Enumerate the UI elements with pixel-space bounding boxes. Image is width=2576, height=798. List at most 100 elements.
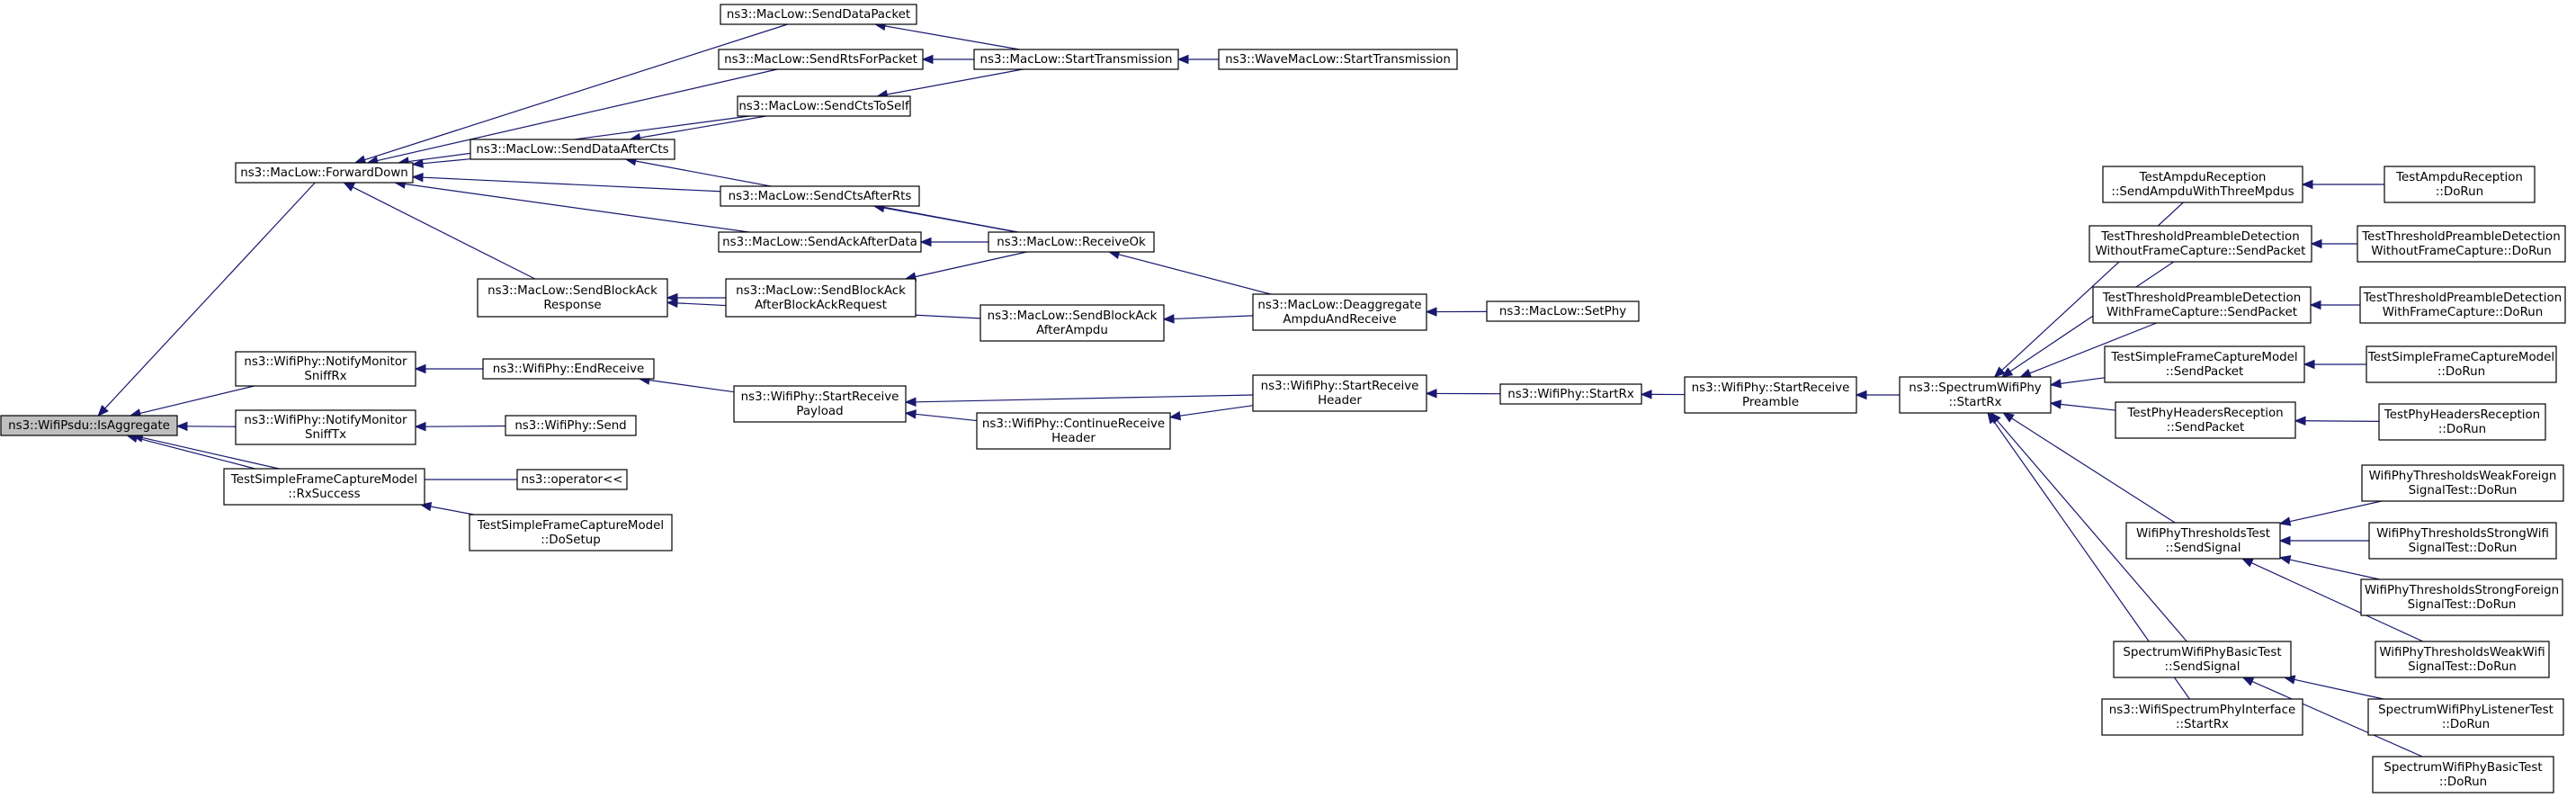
node-label-line: ns3::operator<<	[521, 473, 622, 487]
node-box	[470, 139, 675, 160]
arrowhead	[904, 409, 917, 419]
node-strong-foreign[interactable]: WifiPhyThresholdsStrongForeignSignalTest…	[2360, 578, 2563, 616]
node-thresholds-send-signal[interactable]: WifiPhyThresholdsTest::SendSignal	[2125, 522, 2281, 560]
node-label-line: SpectrumWifiPhyBasicTest	[2384, 761, 2542, 775]
node-box	[2372, 756, 2554, 794]
edge-line	[352, 186, 536, 280]
node-send-ack-after-data[interactable]: ns3::MacLow::SendAckAfterData	[718, 231, 922, 253]
edge-line	[139, 385, 255, 415]
node-box	[2360, 578, 2563, 616]
node-start-rx[interactable]: ns3::WifiPhy::StartRx	[1499, 383, 1642, 405]
node-threshold-without-do-run[interactable]: TestThresholdPreambleDetectionWithoutFra…	[2357, 225, 2566, 263]
node-label-line: ns3::WifiPhy::Send	[514, 419, 626, 433]
node-box	[2357, 225, 2566, 263]
node-box	[1499, 383, 1642, 405]
edge-receive-ok-to-send-ack-after-data	[919, 237, 988, 247]
edge-listener-do-run-to-basic-send-signal	[2283, 675, 2384, 700]
edge-line	[2251, 680, 2423, 758]
edge-set-phy-to-deaggregate	[1425, 307, 1488, 317]
node-send-data-after-cts[interactable]: ns3::MacLow::SendDataAfterCts	[470, 139, 675, 160]
node-strong-wifi[interactable]: WifiPhyThresholdsStrongWifiSignalTest::D…	[2368, 522, 2557, 560]
node-wifi-phy-send[interactable]: ns3::WifiPhy::Send	[505, 415, 637, 436]
edge-line	[884, 25, 1020, 50]
node-ampdu-do-run[interactable]: TestAmpduReception::DoRun	[2384, 166, 2536, 203]
node-box	[976, 412, 1171, 450]
node-set-phy[interactable]: ns3::MacLow::SetPhy	[1486, 300, 1640, 322]
edge-line	[425, 425, 506, 427]
edge-threshold-with-do-run-to-threshold-with-send	[2309, 300, 2360, 310]
node-label-line: TestSimpleFrameCaptureModel	[230, 473, 417, 487]
node-label-line: TestThresholdPreambleDetection	[2363, 291, 2562, 305]
node-send-data-packet[interactable]: ns3::MacLow::SendDataPacket	[720, 4, 917, 25]
edge-phy-headers-do-run-to-phy-headers-send	[2294, 416, 2380, 426]
arrowhead	[1425, 307, 1437, 317]
node-send-ampdu-three[interactable]: TestAmpduReception::SendAmpduWithThreeMp…	[2102, 166, 2303, 203]
node-label-line: ns3::MacLow::SendBlockAck	[736, 284, 906, 298]
node-basic-send-signal[interactable]: SpectrumWifiPhyBasicTest::SendSignal	[2113, 641, 2292, 678]
node-label-line: ns3::MacLow::SendCtsToSelf	[738, 100, 909, 113]
node-label-line: SignalTest::DoRun	[2408, 598, 2517, 612]
node-phy-headers-send[interactable]: TestPhyHeadersReception::SendPacket	[2115, 401, 2296, 439]
node-threshold-with-send[interactable]: TestThresholdPreambleDetectionWithFrameC…	[2092, 286, 2312, 324]
node-wave-start-transmission[interactable]: ns3::WaveMacLow::StartTransmission	[1218, 49, 1458, 70]
node-label-line: TestSimpleFrameCaptureModel	[2110, 351, 2297, 364]
node-label-line: TestAmpduReception	[2395, 171, 2523, 184]
node-send-cts-after-rts[interactable]: ns3::MacLow::SendCtsAfterRts	[720, 185, 920, 207]
node-layer: ns3::WifiPsdu::IsAggregate ns3::MacLow::F…	[0, 4, 2566, 794]
node-is-aggregate[interactable]: ns3::WifiPsdu::IsAggregate	[0, 415, 178, 436]
edge-deaggregate-to-receive-ok	[1107, 249, 1272, 295]
node-end-receive[interactable]: ns3::WifiPhy::EndReceive	[482, 358, 655, 380]
node-box	[223, 468, 425, 506]
node-label-line: Header	[1318, 394, 1362, 408]
node-label-line: ns3::MacLow::Deaggregate	[1257, 299, 1421, 312]
node-label-line: ns3::MacLow::SetPhy	[1499, 305, 1626, 318]
node-forward-down[interactable]: ns3::MacLow::ForwardDown	[235, 162, 414, 184]
node-do-setup[interactable]: TestSimpleFrameCaptureModel::DoSetup	[469, 514, 673, 551]
node-receive-ok[interactable]: ns3::MacLow::ReceiveOk	[988, 231, 1155, 253]
node-phy-headers-do-run[interactable]: TestPhyHeadersReception::DoRun	[2378, 403, 2546, 441]
node-operator-shift[interactable]: ns3::operator<<	[516, 469, 628, 490]
node-listener-do-run[interactable]: SpectrumWifiPhyListenerTest::DoRun	[2367, 698, 2564, 736]
node-send-rts-for-packet[interactable]: ns3::MacLow::SendRtsForPacket	[718, 49, 924, 70]
edge-line	[1179, 405, 1254, 417]
node-send-cts-to-self[interactable]: ns3::MacLow::SendCtsToSelf	[737, 95, 911, 117]
arrowhead	[411, 158, 424, 168]
node-rx-success[interactable]: TestSimpleFrameCaptureModel::RxSuccess	[223, 468, 425, 506]
node-frame-capture-do-run[interactable]: TestSimpleFrameCaptureModel::DoRun	[2366, 345, 2557, 383]
node-label-line: ns3::SpectrumWifiPhy	[1909, 381, 2042, 395]
node-frame-capture-send[interactable]: TestSimpleFrameCaptureModel::SendPacket	[2104, 345, 2305, 383]
edge-wave-start-transmission-to-start-transmission	[1176, 54, 1219, 65]
node-spectrum-start-rx[interactable]: ns3::SpectrumWifiPhy::StartRx	[1899, 376, 2052, 414]
edge-strong-wifi-to-thresholds-send-signal	[2278, 535, 2369, 546]
node-box	[1252, 293, 1427, 331]
node-send-block-ack-after-block-ack-request[interactable]: ns3::MacLow::SendBlockAckAfterBlockAckRe…	[725, 278, 917, 318]
node-interface-start-rx[interactable]: ns3::WifiSpectrumPhyInterface::StartRx	[2101, 698, 2303, 736]
node-label-line: AfterAmpdu	[1036, 324, 1108, 337]
edge-threshold-without-do-run-to-threshold-without-send	[2310, 238, 2358, 249]
edge-line	[887, 68, 1024, 95]
node-weak-foreign[interactable]: WifiPhyThresholdsWeakForeignSignalTest::…	[2361, 464, 2564, 502]
node-weak-wifi[interactable]: WifiPhyThresholdsWeakWifiSignalTest::DoR…	[2375, 641, 2550, 678]
edge-line	[422, 158, 471, 165]
arrowhead	[2294, 416, 2306, 426]
edge-line	[422, 176, 721, 193]
arrowhead	[2301, 179, 2313, 190]
edge-receive-ok-to-send-block-ack-after-block-ack-request	[904, 251, 1027, 282]
node-threshold-with-do-run[interactable]: TestThresholdPreambleDetectionWithFrameC…	[2359, 286, 2566, 324]
node-box	[2359, 286, 2566, 324]
node-box	[2361, 464, 2564, 502]
node-start-transmission[interactable]: ns3::MacLow::StartTransmission	[973, 49, 1179, 70]
node-basic-do-run[interactable]: SpectrumWifiPhyBasicTest::DoRun	[2372, 756, 2554, 794]
arrowhead	[2241, 677, 2255, 686]
node-threshold-without-send[interactable]: TestThresholdPreambleDetectionWithoutFra…	[2089, 225, 2312, 263]
